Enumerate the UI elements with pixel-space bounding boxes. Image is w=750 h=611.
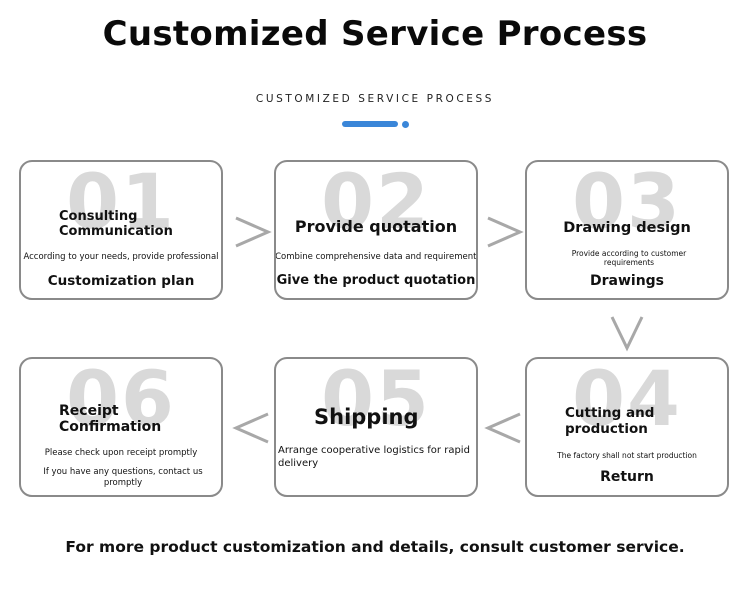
step-description: Provide according to customer requiremen… — [571, 249, 687, 268]
chevron-right-icon — [232, 212, 272, 252]
step-number: 01 — [66, 160, 176, 246]
step-footer: Customization plan — [47, 273, 195, 289]
page-title: Customized Service Process — [102, 14, 648, 54]
step-title: Drawing design — [563, 220, 691, 236]
page-subtitle: CUSTOMIZED SERVICE PROCESS — [255, 93, 495, 105]
accent-dot — [402, 121, 409, 128]
step-description: Arrange cooperative logistics for rapid … — [278, 445, 470, 469]
step-number: 03 — [572, 160, 682, 246]
step-footer: Drawings — [589, 273, 665, 289]
accent-bar — [342, 121, 398, 127]
step-description: According to your needs, provide profess… — [23, 252, 219, 262]
step-description: The factory shall not start production — [557, 451, 697, 460]
step-card-03: 03 Drawing design Provide according to c… — [525, 160, 729, 300]
chevron-right-icon — [484, 212, 524, 252]
step-note: If you have any questions, contact us pr… — [43, 467, 203, 489]
step-card-05: 05 Shipping Arrange cooperative logistic… — [274, 357, 478, 497]
step-title: Consulting Communication — [59, 209, 173, 239]
step-number: 05 — [321, 357, 431, 443]
step-number: 02 — [321, 160, 431, 246]
footer-note: For more product customization and detai… — [65, 538, 685, 556]
chevron-left-icon — [232, 408, 272, 448]
step-description: Combine comprehensive data and requireme… — [275, 252, 478, 262]
step-card-04: 04 Cutting and production The factory sh… — [525, 357, 729, 497]
step-card-01: 01 Consulting Communication According to… — [19, 160, 223, 300]
step-footer: Return — [600, 469, 654, 485]
chevron-left-icon — [484, 408, 524, 448]
step-title: Provide quotation — [294, 217, 458, 236]
step-description: Please check upon receipt promptly — [44, 448, 198, 458]
step-footer: Give the product quotation — [276, 273, 476, 288]
step-card-02: 02 Provide quotation Combine comprehensi… — [274, 160, 478, 300]
step-number: 06 — [66, 357, 176, 443]
step-title: Cutting and production — [565, 405, 655, 437]
step-title: Receipt Confirmation — [59, 403, 162, 436]
step-card-06: 06 Receipt Confirmation Please check upo… — [19, 357, 223, 497]
step-number: 04 — [572, 357, 682, 443]
chevron-down-icon — [607, 312, 647, 352]
step-title: Shipping — [314, 405, 419, 429]
